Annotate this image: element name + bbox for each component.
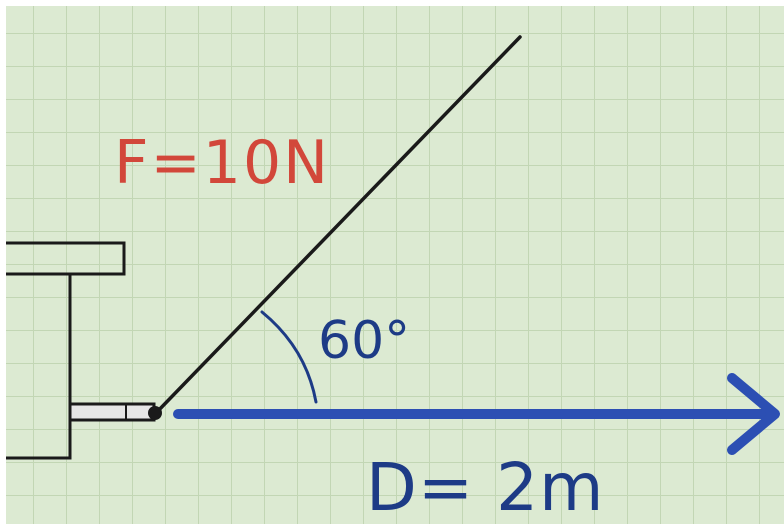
force-line	[153, 35, 522, 416]
grid-paper	[6, 6, 784, 524]
angle-label: 60°	[318, 311, 410, 371]
rod	[68, 402, 156, 422]
displacement-arrow-head	[727, 373, 780, 455]
force-label: F=10N	[114, 128, 330, 198]
displacement-arrow	[173, 373, 780, 455]
attachment-point	[148, 406, 162, 420]
bracket-top-beam	[6, 241, 126, 276]
bracket-post	[6, 274, 72, 460]
angle-arc	[260, 310, 318, 404]
displacement-label: D= 2m	[366, 449, 604, 526]
